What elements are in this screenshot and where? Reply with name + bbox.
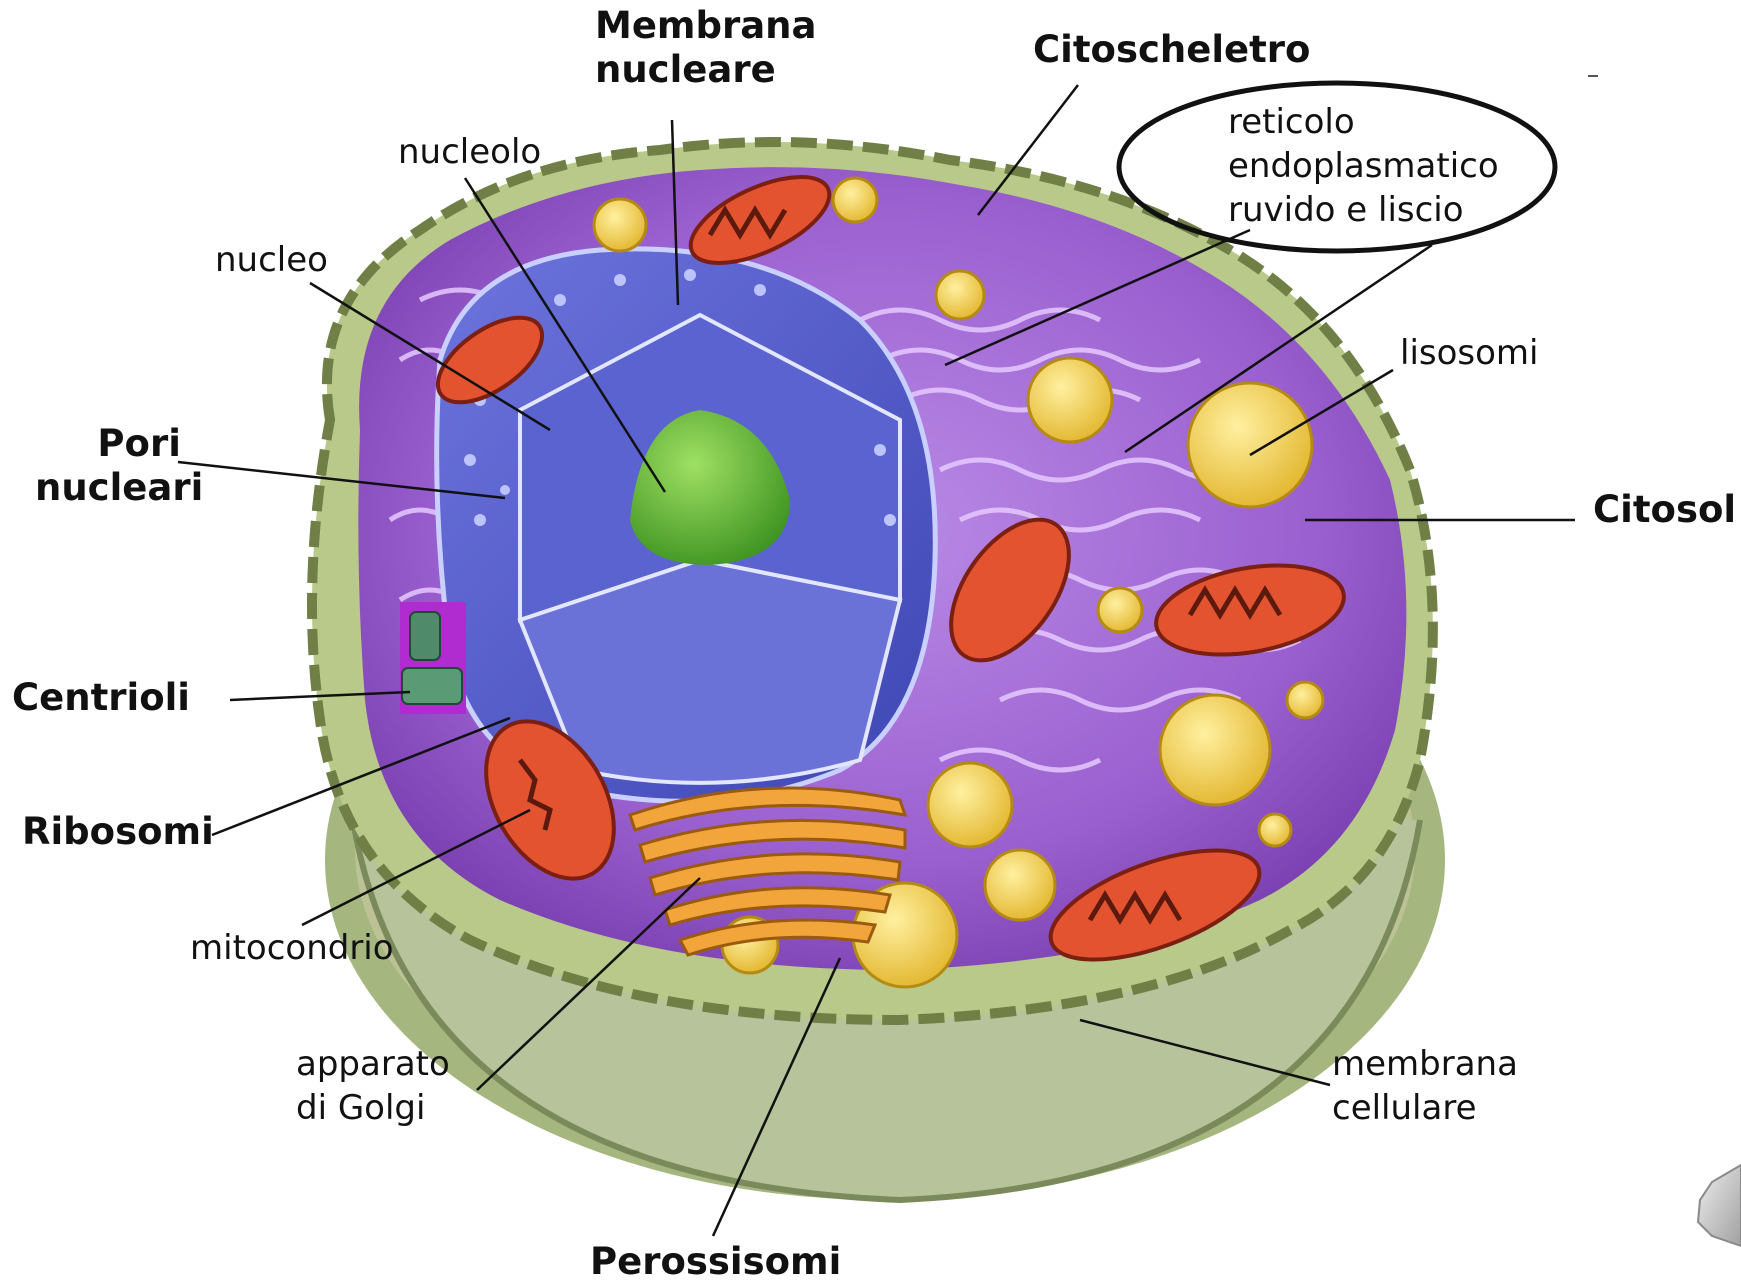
label-lisosomi: lisosomi xyxy=(1400,333,1539,373)
label-membrana-cellulare: membrana cellulare xyxy=(1332,1042,1518,1130)
label-nucleo: nucleo xyxy=(215,240,328,280)
centrioles xyxy=(400,602,466,714)
label-perossisomi: Perossisomi xyxy=(590,1240,841,1284)
label-membrana-nucleare: Membrana nucleare xyxy=(595,4,816,91)
label-apparato-golgi: apparato di Golgi xyxy=(296,1042,450,1130)
label-centrioli: Centrioli xyxy=(12,676,190,720)
label-pori-nucleari: Pori nucleari xyxy=(35,422,203,509)
label-mitocondrio: mitocondrio xyxy=(190,928,394,968)
label-ribosomi: Ribosomi xyxy=(22,810,214,854)
label-reticolo-endoplasmatico: reticolo endoplasmatico ruvido e liscio xyxy=(1228,100,1499,233)
speaker-icon[interactable] xyxy=(1698,1165,1741,1246)
label-citoscheletro: Citoscheletro xyxy=(1033,28,1310,72)
label-nucleolo: nucleolo xyxy=(398,132,541,172)
label-citosol: Citosol xyxy=(1593,488,1736,532)
